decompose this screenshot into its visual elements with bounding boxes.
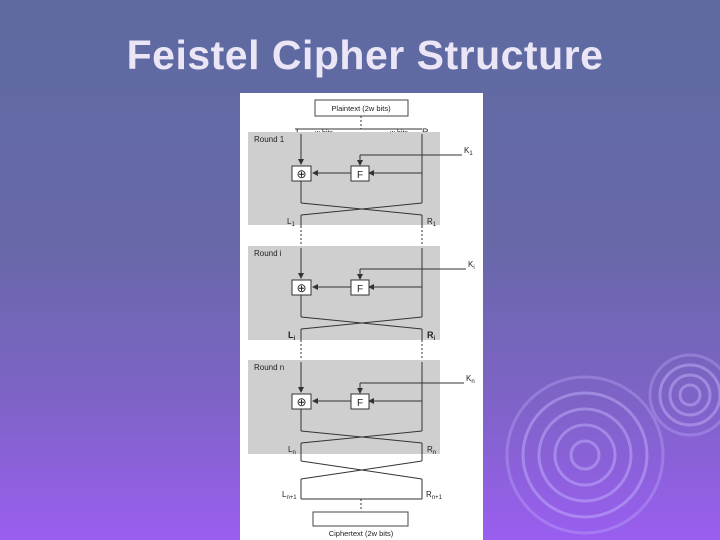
round-1-out-right: R1 xyxy=(427,217,437,228)
round-i-out-right: Ri xyxy=(427,330,436,342)
round-i-background xyxy=(248,246,440,340)
round-1-background xyxy=(248,132,440,225)
ciphertext-box xyxy=(312,511,409,527)
final-left-label: Ln+1 xyxy=(282,490,297,501)
round-n-f-label: F xyxy=(357,398,363,409)
round-n-label: Round n xyxy=(254,363,284,372)
round-1-key: K1 xyxy=(464,146,473,157)
round-1-label: Round 1 xyxy=(254,135,285,144)
feistel-diagram-svg: Plaintext (2w bits) L0 w bits w bits R0 … xyxy=(248,99,475,538)
plaintext-label: Plaintext (2w bits) xyxy=(331,104,391,113)
round-i-out-left: Li xyxy=(288,330,296,342)
round-i-label: Round i xyxy=(254,249,282,258)
round-1-f-label: F xyxy=(357,170,363,181)
round-1: Round 1 K1 ⊕ F L1 R1 xyxy=(248,132,473,228)
round-i-xor-symbol: ⊕ xyxy=(296,281,306,295)
round-n-key: Kn xyxy=(466,374,475,385)
ciphertext-label: Ciphertext (2w bits) xyxy=(329,529,394,538)
round-i-f-label: F xyxy=(357,284,363,295)
round-i: Round i Ki ⊕ F Li Ri xyxy=(248,246,475,342)
round-1-out-left: L1 xyxy=(287,217,295,228)
feistel-diagram: Plaintext (2w bits) L0 w bits w bits R0 … xyxy=(240,93,483,540)
round-n-background xyxy=(248,360,440,454)
round-n-xor-symbol: ⊕ xyxy=(296,395,306,409)
round-1-xor-symbol: ⊕ xyxy=(296,167,306,181)
slide-title: Feistel Cipher Structure xyxy=(126,32,604,78)
round-n-out-left: Ln xyxy=(288,445,296,456)
round-n: Round n Kn ⊕ F Ln Rn xyxy=(248,360,475,456)
final-right-label: Rn+1 xyxy=(426,490,443,501)
round-n-out-right: Rn xyxy=(427,445,436,456)
round-i-key: Ki xyxy=(468,260,475,271)
